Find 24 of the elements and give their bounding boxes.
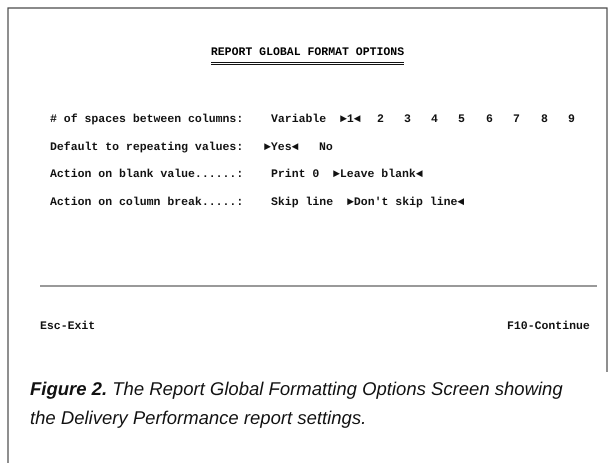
option-value: 4 [431,113,438,127]
option-value: 2 [377,113,384,127]
option-value: Skip line [271,196,334,210]
option-value: 8 [541,113,548,127]
key-hint: F10-Continue [507,320,590,334]
option-value: 7 [513,113,520,127]
option-label: Action on column break.....: [50,196,244,210]
option-value: 6 [486,113,493,127]
selected-option: ►Yes◄ [264,141,299,155]
option-label: # of spaces between columns: [50,113,244,127]
option-value: 9 [568,113,575,127]
option-value: Print 0 [271,168,320,182]
option-value: Variable [271,113,326,127]
option-value: No [319,141,333,155]
selected-option: ►1◄ [340,113,361,127]
screen-title: REPORT GLOBAL FORMAT OPTIONS [210,46,404,65]
key-hint: Esc-Exit [40,320,96,334]
selected-option: ►Don't skip line◄ [347,196,464,210]
option-value: 3 [404,113,411,127]
option-label: Action on blank value......: [50,168,244,182]
figure-caption: Figure 2. The Report Global Formatting Options Screen showing the Delivery Performance report settings. [30,377,564,430]
selected-option: ►Leave blank◄ [333,168,423,182]
option-value: 5 [458,113,465,127]
option-label: Default to repeating values: [50,141,244,155]
